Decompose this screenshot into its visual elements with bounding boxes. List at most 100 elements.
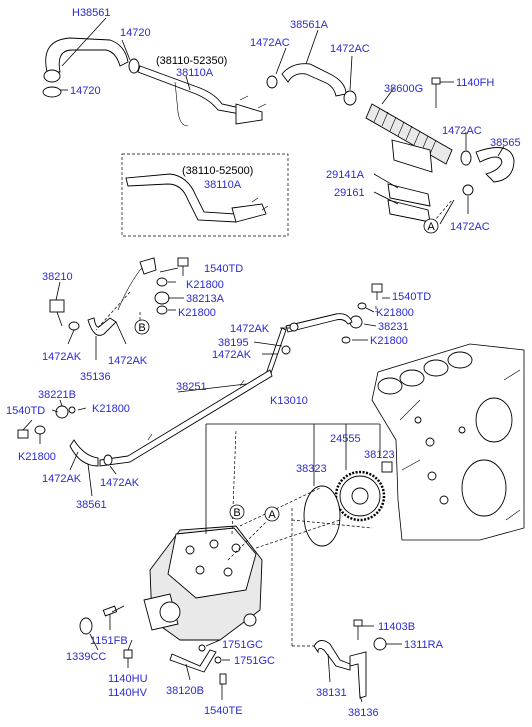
plug-1339cc <box>79 617 93 635</box>
label-1751gc-1: 1751GC <box>222 639 263 651</box>
label-1540te: 1540TE <box>204 705 243 717</box>
label-14720-top: 14720 <box>120 27 151 39</box>
callout-a-bottom: A <box>264 506 280 522</box>
compressor-k13010 <box>143 525 263 641</box>
label-k13010: K13010 <box>270 395 308 407</box>
clamp-1472ac-4 <box>462 184 474 196</box>
bolt-1151fb <box>102 605 125 617</box>
label-35136: 35136 <box>80 371 111 383</box>
label-38123: 38123 <box>364 449 395 461</box>
label-k21800-6: K21800 <box>18 451 56 463</box>
clamp-1472ac-3 <box>460 150 472 166</box>
washer-1311ra <box>373 637 387 651</box>
bolt-1540td-1 <box>177 257 189 276</box>
hose-38561-lower <box>69 439 113 467</box>
label-29161: 29161 <box>334 187 365 199</box>
washer-k21800-4 <box>341 336 351 344</box>
bolt-1140fh <box>431 77 441 108</box>
label-38120b: 38120B <box>166 685 204 697</box>
pipe-38120b <box>169 649 217 673</box>
bolt-11403b <box>353 619 363 640</box>
fitting-38210 <box>49 299 80 331</box>
label-1140hv: 1140HV <box>108 687 148 699</box>
label-1540td-3: 1540TD <box>6 405 45 417</box>
label-38600g: 38600G <box>384 83 423 95</box>
label-24555: 24555 <box>330 433 361 445</box>
label-1472ak-2: 1472AK <box>108 355 148 367</box>
label-38195: 38195 <box>218 337 249 349</box>
label-alt-52500: (38110-52500) <box>182 165 253 177</box>
label-1472ac-3: 1472AC <box>442 125 482 137</box>
label-1472ac-1: 1472AC <box>250 37 290 49</box>
label-1472ak-6: 1472AK <box>100 477 140 489</box>
label-k21800-2: K21800 <box>178 307 216 319</box>
label-1472ak-4: 1472AK <box>212 349 252 361</box>
label-11403b: 11403B <box>378 621 415 633</box>
label-38131: 38131 <box>316 687 347 699</box>
leader-lines <box>39 17 505 703</box>
washer-k21800-1 <box>156 277 168 287</box>
hose-h38561 <box>43 37 129 83</box>
washer-k21800-6 <box>34 425 46 435</box>
label-38213a: 38213A <box>186 293 225 305</box>
callout-b-middle: B <box>134 319 150 335</box>
label-h38561: H38561 <box>72 7 111 19</box>
pipe-38131 <box>313 640 351 671</box>
label-1472ak-5: 1472AK <box>42 473 82 485</box>
pipe-38110a-alt <box>125 173 269 223</box>
nut-38123 <box>381 461 393 473</box>
label-38110a-top: 38110A <box>176 67 214 79</box>
label-38251: 38251 <box>176 381 207 393</box>
bolt-1540td-3 <box>17 419 33 439</box>
label-1472ac-2: 1472AC <box>330 43 370 55</box>
fitting-38213a <box>154 291 170 305</box>
label-k21800-3: K21800 <box>376 307 414 319</box>
washer-1751gc-1 <box>198 644 206 652</box>
label-1751gc-2: 1751GC <box>234 655 275 667</box>
svg-text:A: A <box>268 509 276 521</box>
callout-b-bottom: B <box>229 504 245 520</box>
label-38221b: 38221B <box>38 389 76 401</box>
label-38231: 38231 <box>378 321 409 333</box>
label-38323: 38323 <box>296 463 327 475</box>
hose-35136 <box>87 317 117 336</box>
label-1472ak-3: 1472AK <box>230 323 270 335</box>
label-38136: 38136 <box>348 707 379 719</box>
washer-k21800-2 <box>156 305 168 315</box>
bellows-38600g <box>365 103 453 173</box>
label-1339cc: 1339CC <box>66 651 106 663</box>
engine-block <box>371 343 525 541</box>
clamp-1472ac-2 <box>343 90 357 106</box>
label-38565: 38565 <box>490 137 521 149</box>
pipe-38110a-top <box>137 65 267 127</box>
gasket-29141a <box>387 183 431 207</box>
label-1151fb: 1151FB <box>90 635 128 647</box>
label-29141a: 29141A <box>326 169 365 181</box>
label-k21800-5: K21800 <box>92 403 130 415</box>
clamp-14720 <box>42 58 140 98</box>
pipe-38195 <box>265 313 353 377</box>
label-1472ac-4: 1472AC <box>450 221 490 233</box>
bolt-1540td-2 <box>371 283 383 300</box>
washer-1751gc-2 <box>214 656 222 664</box>
label-1540td-1: 1540TD <box>204 263 243 275</box>
washer-k21800-5 <box>68 406 76 414</box>
label-1540td-2: 1540TD <box>392 291 431 303</box>
label-alt-52350: (38110-52350) <box>156 55 227 67</box>
svg-text:B: B <box>138 322 145 334</box>
label-k21800-1: K21800 <box>186 279 224 291</box>
alternate-pipe-box <box>121 153 289 237</box>
bolt-1540te <box>219 673 227 685</box>
label-1140hu: 1140HU <box>108 673 148 685</box>
callout-a-top: A <box>423 218 439 234</box>
label-14720-bottom: 14720 <box>70 85 101 97</box>
label-1472ak-1: 1472AK <box>42 351 82 363</box>
label-38561: 38561 <box>76 499 107 511</box>
bracket-38136 <box>349 651 367 699</box>
label-38110a-alt: 38110A <box>204 179 242 191</box>
part-labels: H38561 14720 14720 (38110-52350) 38110A … <box>6 7 521 719</box>
label-38561a: 38561A <box>290 19 329 31</box>
hose-38561a <box>281 63 347 97</box>
